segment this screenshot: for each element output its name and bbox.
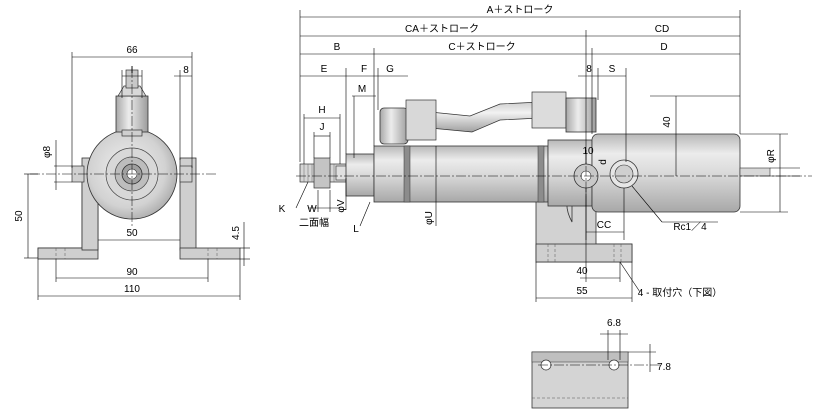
dim-C: C＋ストローク	[448, 41, 515, 53]
dim-66: 66	[126, 45, 138, 56]
dim-50-vertical: 50	[14, 210, 25, 222]
dim-G: G	[386, 64, 394, 75]
dim-phi8: φ8	[42, 146, 53, 158]
dim-8-front: 8	[183, 65, 189, 76]
dim-CA: CA＋ストローク	[405, 23, 479, 35]
dim-M: M	[358, 84, 366, 95]
dim-B: B	[334, 42, 341, 53]
dim-110: 110	[124, 284, 140, 295]
side-view: A＋ストローク CA＋ストローク CD B C＋ストローク D E F G	[279, 4, 812, 302]
label-K: K	[279, 204, 286, 215]
side-dimensions: A＋ストローク CA＋ストローク CD B C＋ストローク D E F G	[279, 4, 788, 302]
label-nimen: 二面幅	[299, 216, 329, 229]
label-phiU: φU	[424, 211, 435, 225]
dim-H: H	[318, 105, 325, 116]
label-rc14: Rc1／4	[673, 221, 707, 233]
dim-7.8: 7.8	[657, 362, 671, 373]
dim-10: 10	[582, 146, 594, 157]
dim-J: J	[320, 122, 325, 133]
dim-40-horizontal: 40	[576, 266, 588, 277]
dim-E: E	[321, 64, 328, 75]
cylinder-tube	[373, 145, 549, 203]
label-phiV: φV	[336, 199, 347, 212]
dim-D: D	[660, 42, 667, 53]
dim-90: 90	[126, 267, 138, 278]
dim-CD: CD	[655, 24, 669, 35]
dim-6.8: 6.8	[607, 318, 621, 329]
dim-F: F	[361, 64, 367, 75]
dim-4.5: 4.5	[231, 226, 242, 240]
label-L: L	[353, 224, 359, 235]
dim-A: A＋ストローク	[487, 4, 554, 16]
dim-CC: CC	[597, 220, 611, 231]
front-dimensions: 66 I 8 φ8 50 50 4.5 90	[14, 45, 250, 300]
dim-d: d	[598, 159, 609, 165]
rod-nut	[313, 157, 331, 189]
dim-phiR: φR	[766, 149, 777, 163]
label-W: W	[307, 204, 317, 215]
label-mounting-holes: 4 - 取付穴（下図）	[638, 286, 722, 299]
dim-S: S	[609, 64, 616, 75]
dim-I: I	[131, 65, 134, 76]
dim-50-horizontal: 50	[126, 228, 138, 239]
front-view: 66 I 8 φ8 50 50 4.5 90	[14, 45, 250, 300]
dim-40-vertical: 40	[662, 116, 673, 128]
dim-8-side: 8	[586, 64, 592, 75]
bottom-view: 6.8 7.8	[531, 318, 671, 409]
dim-55: 55	[576, 286, 588, 297]
